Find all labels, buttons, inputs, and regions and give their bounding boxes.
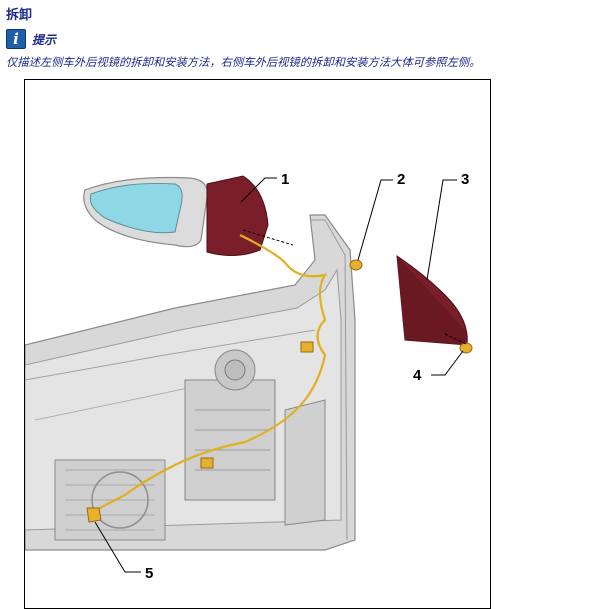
leader-line [426,179,457,281]
callout-2: 2 [397,171,405,188]
mounting-screw [349,259,363,271]
callout-5: 5 [145,565,153,582]
callout-3: 3 [461,171,469,188]
cap-screw [459,342,473,354]
callout-4: 4 [413,367,422,384]
connector [86,507,102,523]
wiring-clip [200,457,214,469]
exploded-view-figure: 1 2 3 4 5 [24,79,491,609]
note-row: i 提示 [6,29,56,49]
mirror-assembly-diagram: 1 2 3 4 5 [25,171,473,582]
mirror-cap [396,254,468,346]
leader-line [240,177,277,203]
leader-line [94,521,141,573]
wiring-clip [300,341,314,353]
info-icon: i [6,29,26,49]
description-text: 仅描述左侧车外后视镜的拆卸和安装方法，右侧车外后视镜的拆卸和安装方法大体可参照左… [6,56,481,69]
mirror-assembly [83,175,269,256]
note-label: 提示 [32,32,57,47]
callout-1: 1 [281,171,289,188]
section-heading: 拆卸 [6,8,33,23]
wiring-harness [92,234,328,513]
door-panel [25,214,356,551]
leader-line [431,350,464,376]
assembly-line [444,333,467,345]
leader-line [357,179,393,261]
assembly-line [242,229,294,246]
